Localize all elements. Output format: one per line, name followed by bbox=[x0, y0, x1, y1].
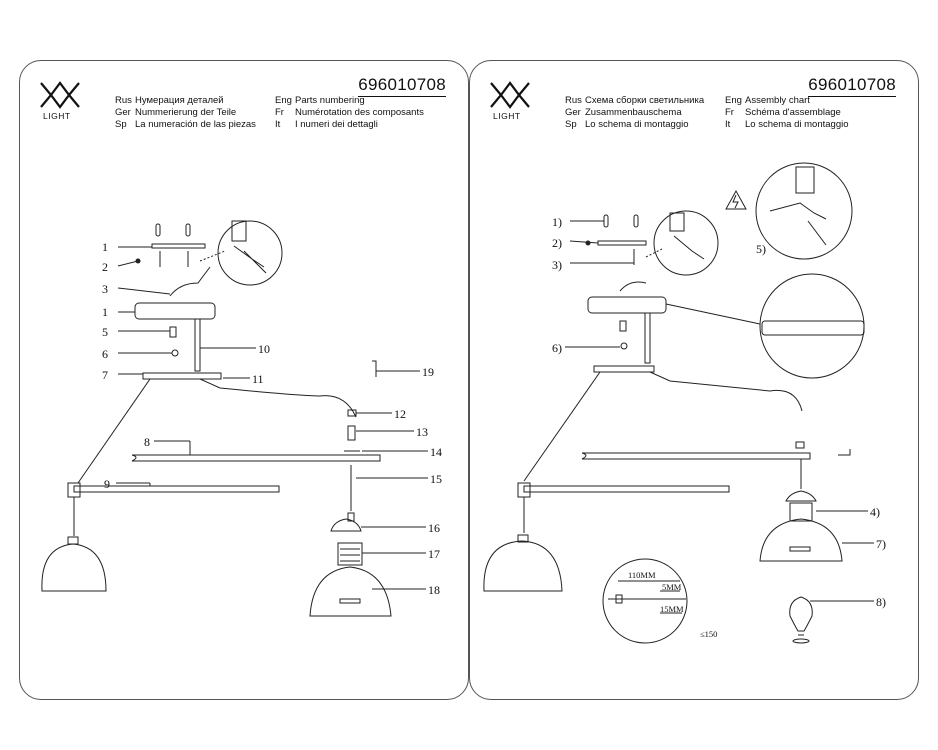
label-8: 8 bbox=[144, 435, 150, 449]
label-1: 1) bbox=[552, 215, 562, 229]
label-4: 4) bbox=[870, 505, 880, 519]
label-19: 19 bbox=[422, 365, 434, 379]
label-1: 1 bbox=[102, 240, 108, 254]
product-code: 696010708 bbox=[808, 75, 896, 97]
product-code: 696010708 bbox=[358, 75, 446, 97]
label-17: 17 bbox=[428, 547, 440, 561]
label-6: 6 bbox=[102, 347, 108, 361]
parts-drawing bbox=[41, 220, 428, 617]
label-3: 3) bbox=[552, 258, 562, 272]
dimension-110mm: 110MM bbox=[628, 570, 656, 580]
label-7: 7) bbox=[876, 537, 886, 551]
label-12: 12 bbox=[394, 407, 406, 421]
warning-icon bbox=[725, 189, 747, 210]
label-14: 14 bbox=[430, 445, 442, 459]
label-7: 7 bbox=[102, 368, 108, 382]
label-8: 8) bbox=[876, 595, 886, 609]
label-13: 13 bbox=[416, 425, 428, 439]
label-11: 11 bbox=[252, 372, 264, 386]
label-9: 9 bbox=[104, 477, 110, 491]
label-2: 2) bbox=[552, 236, 562, 250]
brand-logo: LIGHT bbox=[487, 75, 533, 125]
dimension-15mm: 15MM bbox=[660, 604, 684, 614]
assembly-drawing bbox=[483, 162, 874, 644]
label-10: 10 bbox=[258, 342, 270, 356]
label-15: 15 bbox=[430, 472, 442, 486]
label-2: 2 bbox=[102, 260, 108, 274]
dimension-150: ≤150 bbox=[700, 629, 718, 639]
logo-mark-icon bbox=[40, 81, 80, 109]
dimension-5mm: 5MM bbox=[662, 582, 682, 592]
logo-text: LIGHT bbox=[43, 111, 71, 121]
logo-text: LIGHT bbox=[493, 111, 521, 121]
label-5: 5) bbox=[756, 242, 766, 256]
label-3: 3 bbox=[102, 282, 108, 296]
logo-mark-icon bbox=[490, 81, 530, 109]
label-16: 16 bbox=[428, 521, 440, 535]
label-6: 6) bbox=[552, 341, 562, 355]
label-18: 18 bbox=[428, 583, 440, 597]
label-1-canopy: 1 bbox=[102, 305, 108, 319]
brand-logo: LIGHT bbox=[37, 75, 83, 125]
label-5: 5 bbox=[102, 325, 108, 339]
